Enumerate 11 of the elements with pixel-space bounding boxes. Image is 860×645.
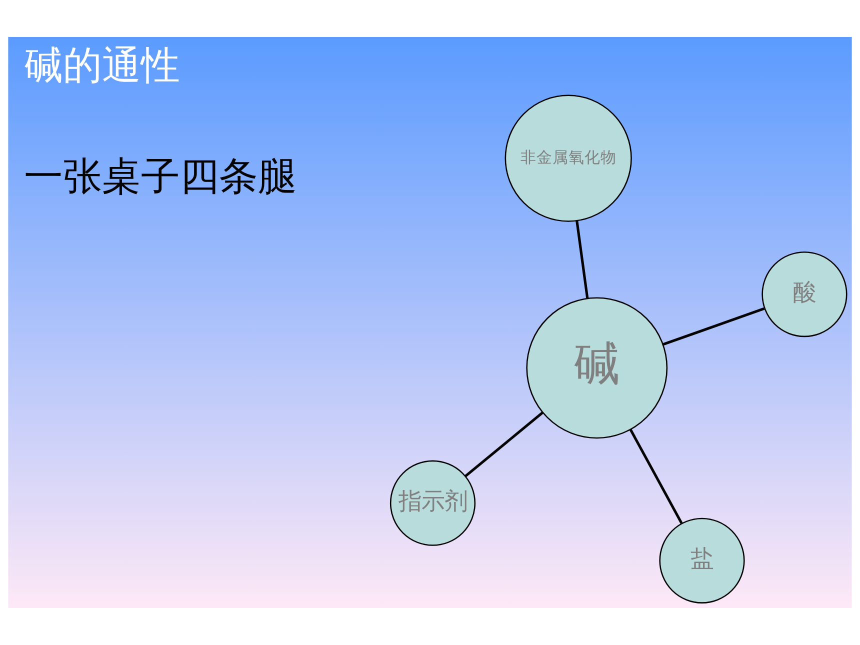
connector [662,307,765,346]
node-circle: 碱 [526,297,668,439]
connector [464,412,544,478]
label: 一张桌子四条腿 [24,154,298,200]
node-circle: 盐 [659,518,745,604]
node-circle: 酸 [762,251,848,338]
node-circle: 指示剂 [390,460,476,546]
connector [629,428,683,524]
connector [576,220,589,298]
node-circle: 非金属氧化物 [504,94,632,222]
diagram-title: 碱的通性 [24,44,180,89]
